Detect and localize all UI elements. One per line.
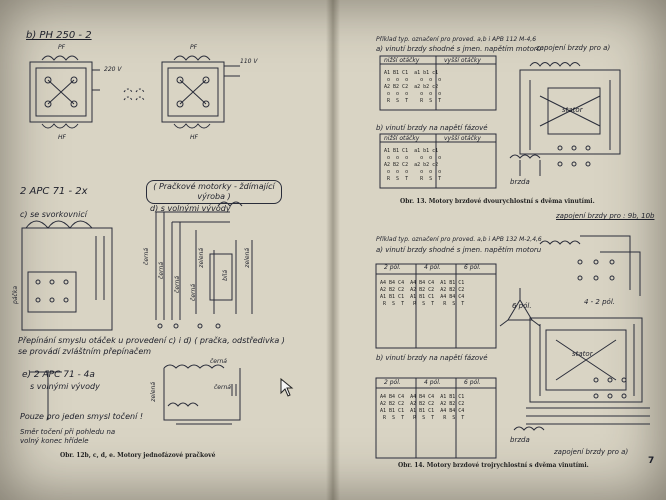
fig14-table-a: A4 B4 C4 A4 B4 C4 A1 B1 C1 A2 B2 C2 A2 B… [380, 280, 465, 307]
pf-label: PF [58, 44, 66, 51]
page-number: 7 [648, 456, 655, 466]
fig14-six-pole-label: 6 pól. [512, 302, 532, 310]
fig13-b-label: b) vinutí brzdy na napětí fázové [376, 124, 488, 132]
fig13-table-a: A1 B1 C1 a1 b1 c1 o o o o o o A2 B2 C2 a… [384, 70, 442, 104]
voltage-220-label: 220 V [104, 66, 122, 73]
voltage-110-label: 110 V [240, 58, 258, 65]
fig13-title: Příklad typ. označení pro proved. a,b i … [376, 36, 537, 43]
e-wire-label-3: zelená [150, 382, 157, 402]
c-label: c) se svorkovnicí [20, 210, 87, 219]
fig14-pole-4: 4 pól. [424, 264, 441, 271]
fig14-connection-label: zapojení brzdy pro : 9b, 10b [556, 212, 655, 220]
wire-label-7: zelená [244, 248, 251, 268]
e-title: e) 2 APC 71 - 4a [22, 370, 95, 380]
wire-label-4: černá [190, 284, 197, 301]
figure-caption-left: Obr. 12b, c, d, e. Motory jednofázové pr… [60, 452, 216, 459]
fig14-pole-6-b: 6 pól. [464, 379, 481, 386]
fig13-brzda-label: brzda [510, 178, 530, 186]
side-label: páčka [12, 286, 19, 304]
fig14-brzda-label: brzda [510, 436, 530, 444]
page-fold [326, 0, 340, 500]
fig13-table-b: A1 B1 C1 a1 b1 c1 o o o o o o A2 B2 C2 a… [384, 148, 442, 182]
fig14-title: Příklad typ. označení pro proved. a,b i … [376, 236, 542, 243]
fig13-col-low-b: nižší otáčky [384, 135, 420, 142]
fig13-col-high: vyšší otáčky [444, 57, 481, 64]
pf-label-2: PF [190, 44, 198, 51]
wire-label-5: zelená [198, 248, 205, 268]
fig13-col-high-b: vyšší otáčky [444, 135, 481, 142]
fig14-four-two-label: 4 - 2 pól. [584, 298, 616, 306]
wire-label-6: bílá [222, 270, 229, 281]
fig14-connection-label-a: zapojení brzdy pro a) [554, 448, 629, 456]
note-line-1: Přepínání smyslu otáček u provedení c) i… [18, 336, 285, 345]
note-line-2: se provádí zvláštním přepínačem [18, 347, 152, 356]
wire-label-3: černá [174, 276, 181, 293]
fig13-a-label: a) vinutí brzdy shodné s jmen. napětím m… [376, 45, 542, 53]
fig14-pole-4-b: 4 pól. [424, 379, 441, 386]
wire-label-1: černá [143, 248, 150, 265]
diagram-b-title: b) PH 250 - 2 [26, 30, 92, 41]
figure-caption-14: Obr. 14. Motory brzdové trojrychlostní s… [398, 462, 589, 469]
fig13-connection-label: zapojení brzdy pro a) [536, 44, 611, 52]
fig14-a-label: a) vinutí brzdy shodné s jmen. napětím m… [376, 246, 542, 254]
fig14-b-label: b) vinutí brzdy na napětí fázové [376, 354, 488, 362]
e-wire-label-1: černá [210, 358, 227, 365]
hf-label-2: HF [190, 134, 198, 141]
figure-caption-13: Obr. 13. Motory brzdové dvourychlostní s… [400, 198, 595, 205]
mouse-pointer-icon [280, 378, 294, 397]
fig14-pole-2: 2 pól. [384, 264, 401, 271]
hf-label: HF [58, 134, 66, 141]
e-note-1: Pouze pro jeden smysl točení ! [20, 412, 144, 421]
wire-label-2: černá [158, 262, 165, 279]
apc-title: 2 APC 71 - 2x [20, 186, 88, 197]
motor-note-box: ( Pračkové motorky - ždímající výroba ) [146, 180, 282, 204]
fig14-pole-6: 6 pól. [464, 264, 481, 271]
fig14-table-b: A4 B4 C4 A4 B4 C4 A1 B1 C1 A2 B2 C2 A2 B… [380, 394, 465, 421]
e-note-2: Směr točení při pohledu na volný konec h… [20, 428, 116, 445]
e-subtitle: s volnými vývody [30, 382, 100, 391]
fig13-stator-label: stator [562, 106, 583, 114]
fig14-pole-2-b: 2 pól. [384, 379, 401, 386]
fig13-col-low: nižší otáčky [384, 57, 420, 64]
d-label: d) s volnými vývody [150, 204, 231, 213]
fig14-stator-label: stator [572, 350, 593, 358]
e-wire-label-2: černá [214, 384, 231, 391]
